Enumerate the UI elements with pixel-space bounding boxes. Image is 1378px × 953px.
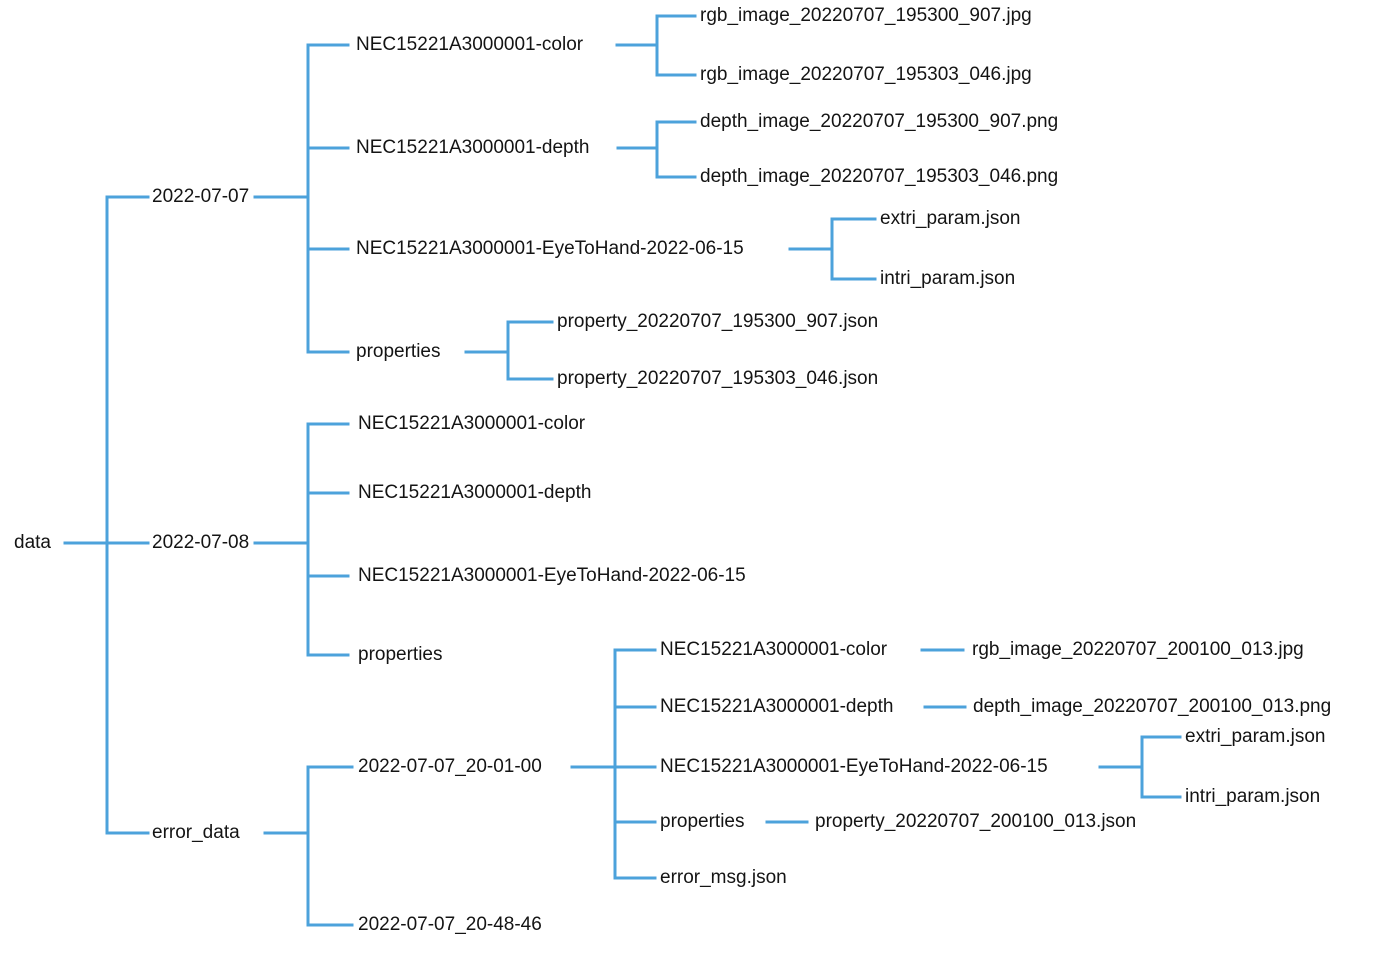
node-depth-image-195303: depth_image_20220707_195303_046.png	[700, 166, 1059, 187]
node-property-195300: property_20220707_195300_907.json	[557, 311, 879, 332]
node-0708-properties-dir: properties	[358, 644, 443, 665]
connector-path-error-data	[263, 765, 354, 927]
node-err-properties-dir: properties	[660, 811, 745, 832]
node-err-property-json: property_20220707_200100_013.json	[815, 811, 1137, 832]
node-2022-07-08: 2022-07-08	[152, 532, 250, 553]
node-0707-properties-dir: properties	[356, 341, 441, 362]
node-error-run-20-01-00: 2022-07-07_20-01-00	[358, 756, 542, 777]
node-0707-eyetohand-dir: NEC15221A3000001-EyeToHand-2022-06-15	[356, 238, 744, 259]
node-rgb-image-195300: rgb_image_20220707_195300_907.jpg	[700, 5, 1032, 26]
node-2022-07-07: 2022-07-07	[152, 186, 250, 207]
connector-path-2022-07-07	[253, 43, 350, 354]
node-0707-color-dir: NEC15221A3000001-color	[356, 34, 584, 55]
node-err-depth-dir: NEC15221A3000001-depth	[660, 696, 894, 717]
connector-path-0707-properties	[464, 320, 554, 381]
node-err-error-msg: error_msg.json	[660, 867, 787, 888]
connector-path-0707-depth	[616, 120, 697, 179]
node-error-data: error_data	[152, 822, 240, 843]
connector-path-error-eyetohand	[1098, 735, 1182, 799]
connector-path-0707-eyetohand	[788, 217, 877, 281]
connector-path-root	[63, 195, 150, 835]
node-error-run-20-48-46: 2022-07-07_20-48-46	[358, 914, 542, 935]
node-err-depth-image: depth_image_20220707_200100_013.png	[973, 696, 1332, 717]
node-property-195303: property_20220707_195303_046.json	[557, 368, 879, 389]
connector-path-error-run	[570, 648, 967, 880]
connector-path-2022-07-08	[253, 422, 350, 657]
node-rgb-image-195303: rgb_image_20220707_195303_046.jpg	[700, 64, 1032, 85]
node-err-rgb-image: rgb_image_20220707_200100_013.jpg	[972, 639, 1304, 660]
node-err-eyetohand-dir: NEC15221A3000001-EyeToHand-2022-06-15	[660, 756, 1048, 777]
node-0708-depth-dir: NEC15221A3000001-depth	[358, 482, 592, 503]
node-err-intri-param: intri_param.json	[1185, 786, 1321, 807]
node-err-extri-param: extri_param.json	[1185, 726, 1326, 747]
node-0708-color-dir: NEC15221A3000001-color	[358, 413, 586, 434]
node-depth-image-195300: depth_image_20220707_195300_907.png	[700, 111, 1059, 132]
connector-path-0707-color	[615, 14, 697, 77]
node-root-data: data	[14, 532, 51, 553]
node-err-color-dir: NEC15221A3000001-color	[660, 639, 888, 660]
node-0707-depth-dir: NEC15221A3000001-depth	[356, 137, 590, 158]
node-0707-extri-param: extri_param.json	[880, 208, 1021, 229]
node-0708-eyetohand-dir: NEC15221A3000001-EyeToHand-2022-06-15	[358, 565, 746, 586]
node-0707-intri-param: intri_param.json	[880, 268, 1016, 289]
